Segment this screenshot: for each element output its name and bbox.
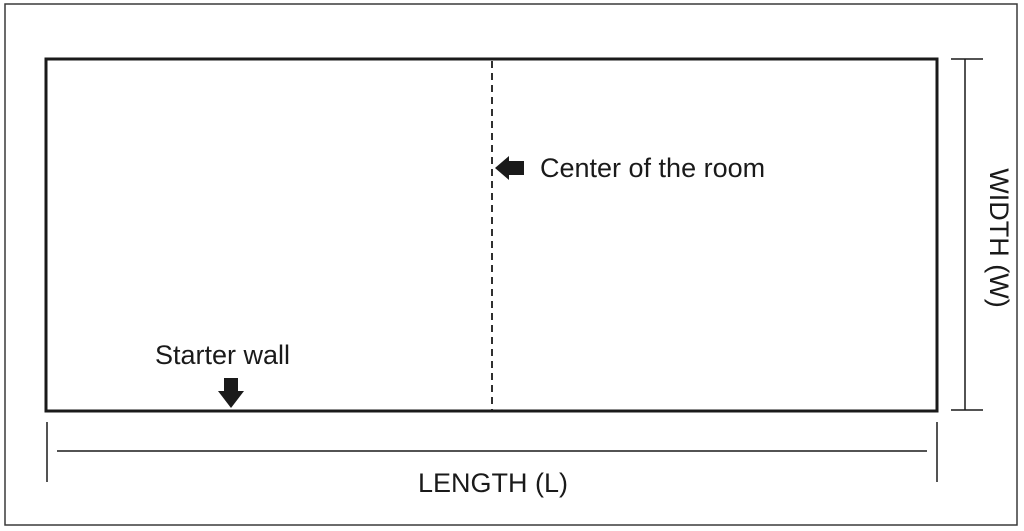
outer-frame	[4, 3, 1018, 526]
room-outline	[44, 57, 939, 413]
arrow-down-icon	[218, 378, 244, 408]
length-dimension	[46, 422, 938, 482]
center-of-room-label: Center of the room	[540, 153, 765, 183]
arrow-left-icon	[495, 156, 524, 180]
length-label: LENGTH (L)	[418, 468, 568, 498]
starter-wall-label: Starter wall	[155, 340, 290, 370]
width-dimension	[951, 58, 983, 411]
width-label: WIDTH (W)	[984, 168, 1014, 307]
